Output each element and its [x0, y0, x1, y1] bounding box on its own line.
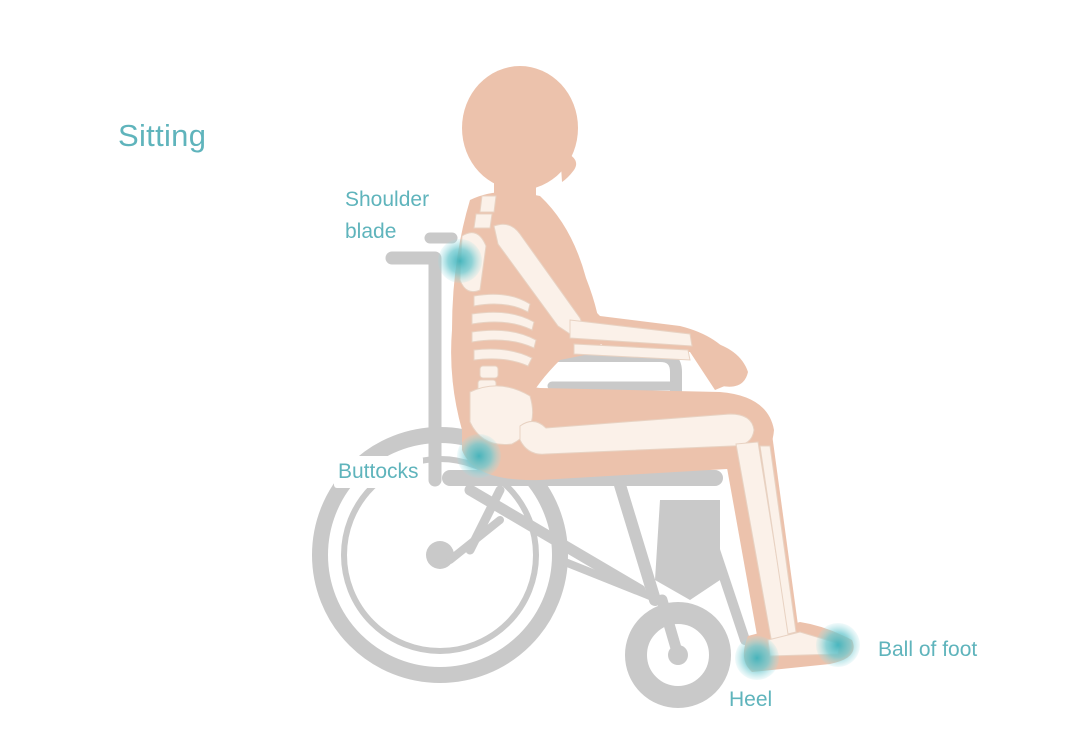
- label-ball-of-foot: Ball of foot: [878, 634, 977, 666]
- label-shoulder-blade: Shoulder blade: [345, 184, 429, 248]
- pressure-point-icon: [438, 239, 482, 283]
- pressure-point-icon: [457, 434, 501, 478]
- pressure-point-icon: [735, 636, 779, 680]
- label-heel: Heel: [729, 684, 772, 716]
- label-buttocks: Buttocks: [334, 456, 423, 488]
- pressure-point-icon: [816, 623, 860, 667]
